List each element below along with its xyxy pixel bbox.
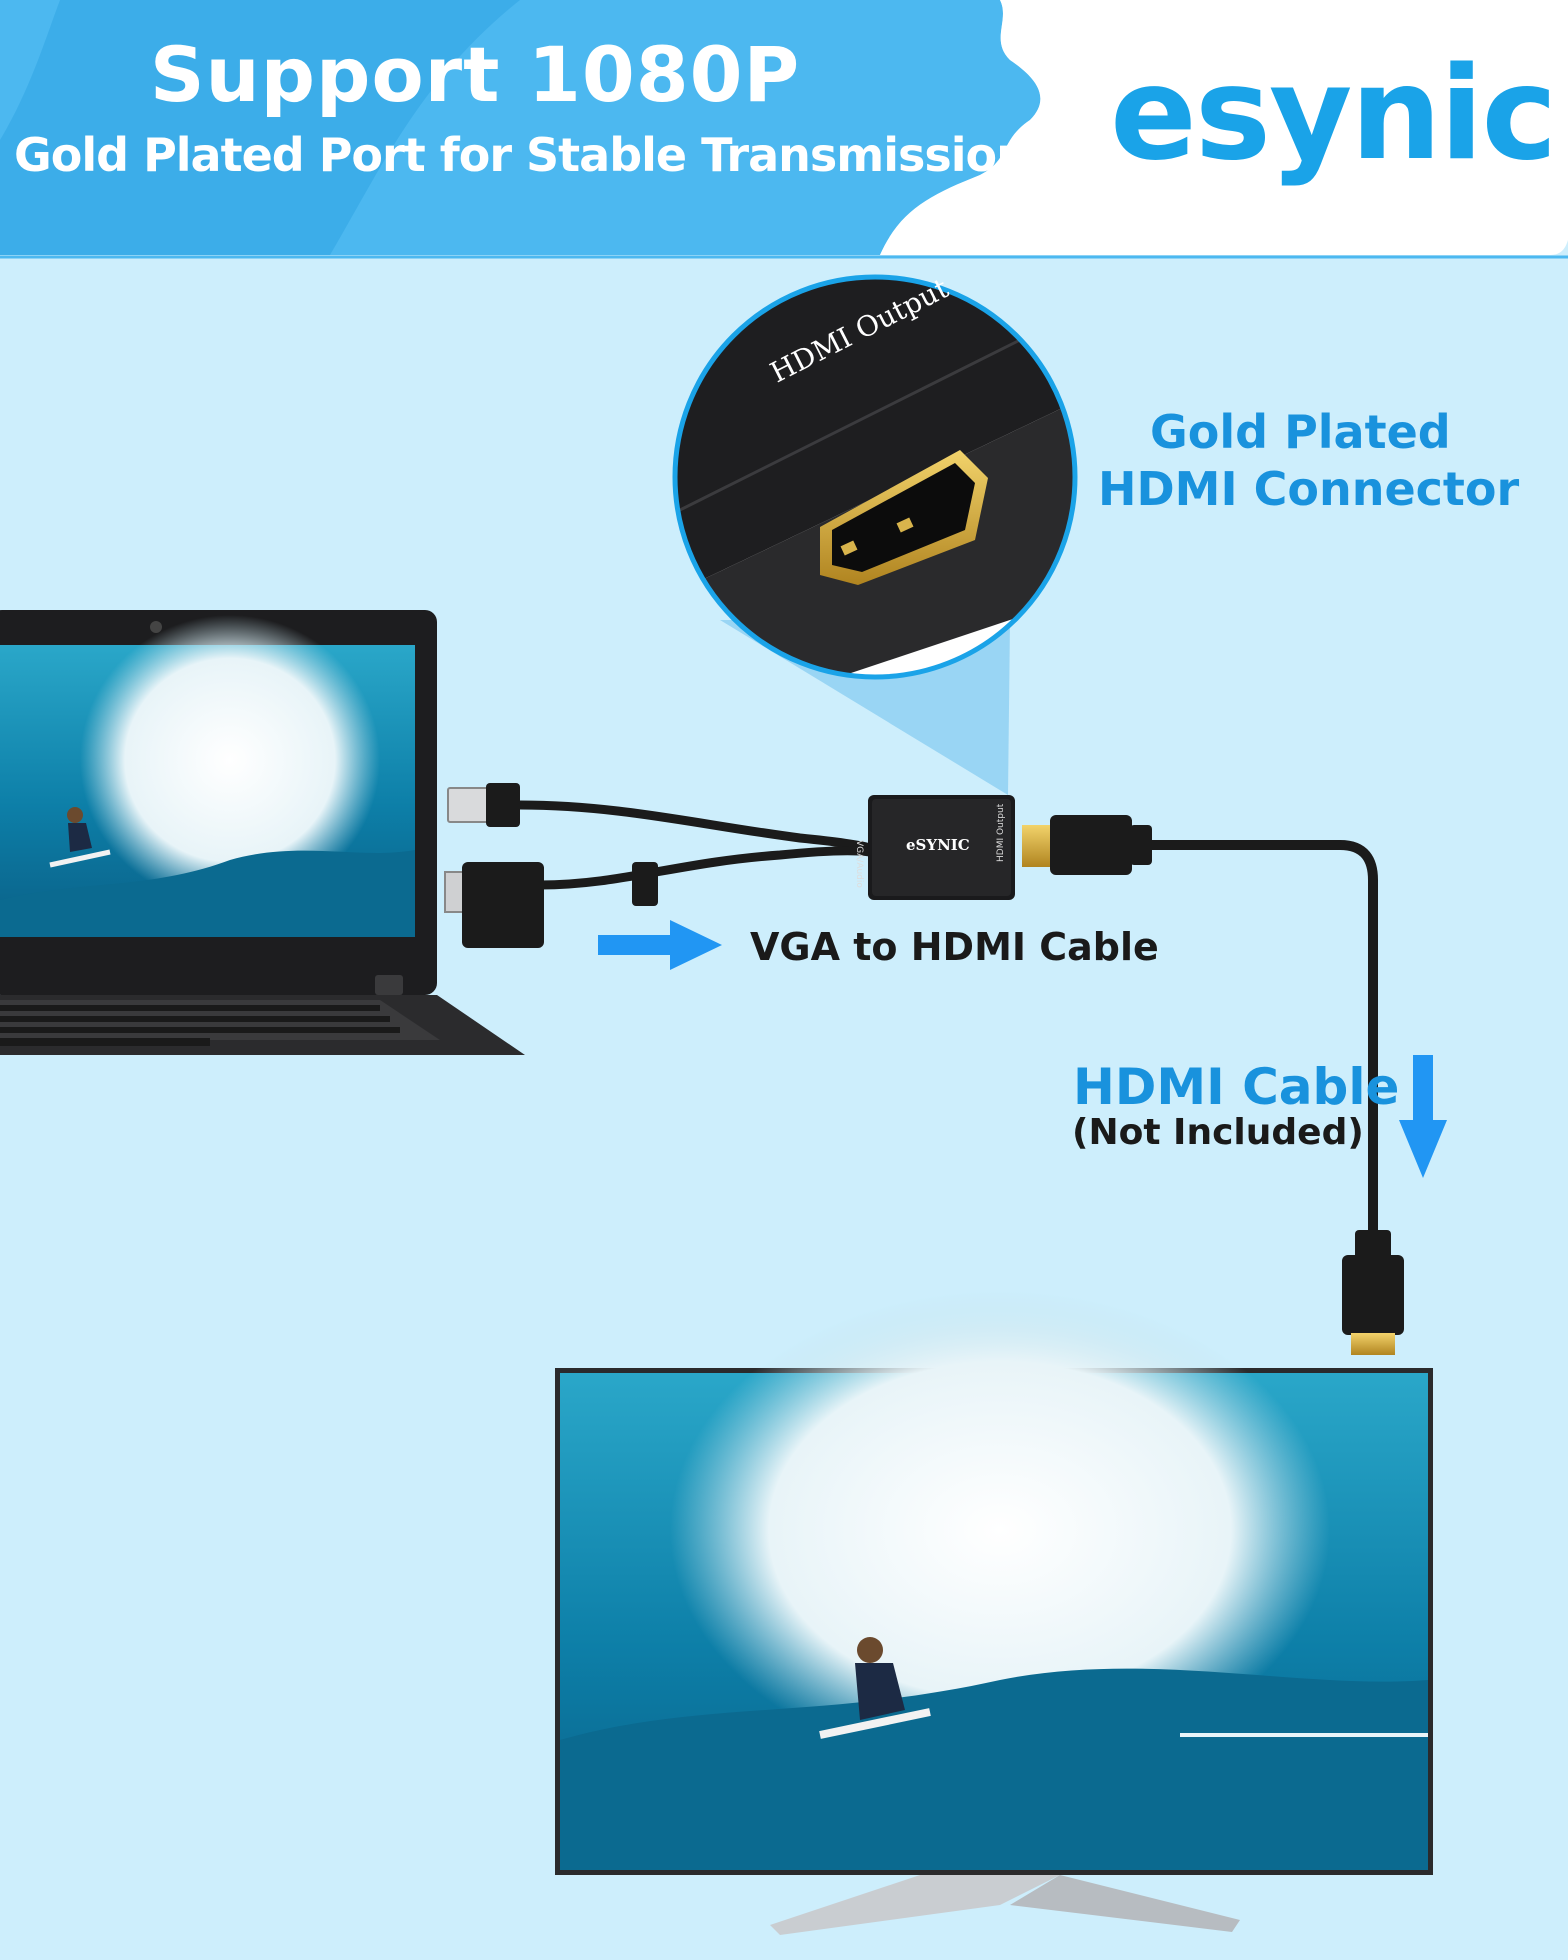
vga-cable-label: VGA to HDMI Cable [750,925,1159,969]
callout-title-line2: HDMI Connector [1098,462,1520,516]
laptop-keyboard [0,1005,400,1046]
banner-subtitle: Gold Plated Port for Stable Transmission [14,128,1029,182]
usb-connector [447,783,520,827]
callout-title-line1: Gold Plated [1150,405,1451,459]
tv-stand [770,1875,1240,1935]
hdmi-plug-bottom [1342,1230,1404,1355]
vga-connector [444,862,658,948]
tv [555,1290,1433,1935]
input-cables [515,800,875,890]
adapter-left-label: VGA/Audio [854,840,864,888]
top-banner [0,0,1568,259]
hdmi-cable-note: (Not Included) [1072,1112,1364,1153]
brand-logo: esynic [1110,40,1557,189]
hdmi-plug-top [1022,815,1152,875]
hdmi-cable-label: HDMI Cable [1073,1058,1400,1116]
adapter-right-label: HDMI Output [996,803,1006,862]
hdmi-port-zoom [820,450,988,585]
right-arrow-icon [598,920,722,970]
hdmi-cable [1150,840,1378,1240]
banner-title: Support 1080P [149,30,801,119]
down-arrow-icon [1399,1055,1447,1178]
adapter-brand: eSYNIC [906,836,970,854]
zoom-circle [672,274,1078,680]
laptop [0,610,525,1055]
tv-surfer [819,1637,931,1739]
adapter-box [868,795,1015,900]
laptop-surfer [49,807,111,868]
